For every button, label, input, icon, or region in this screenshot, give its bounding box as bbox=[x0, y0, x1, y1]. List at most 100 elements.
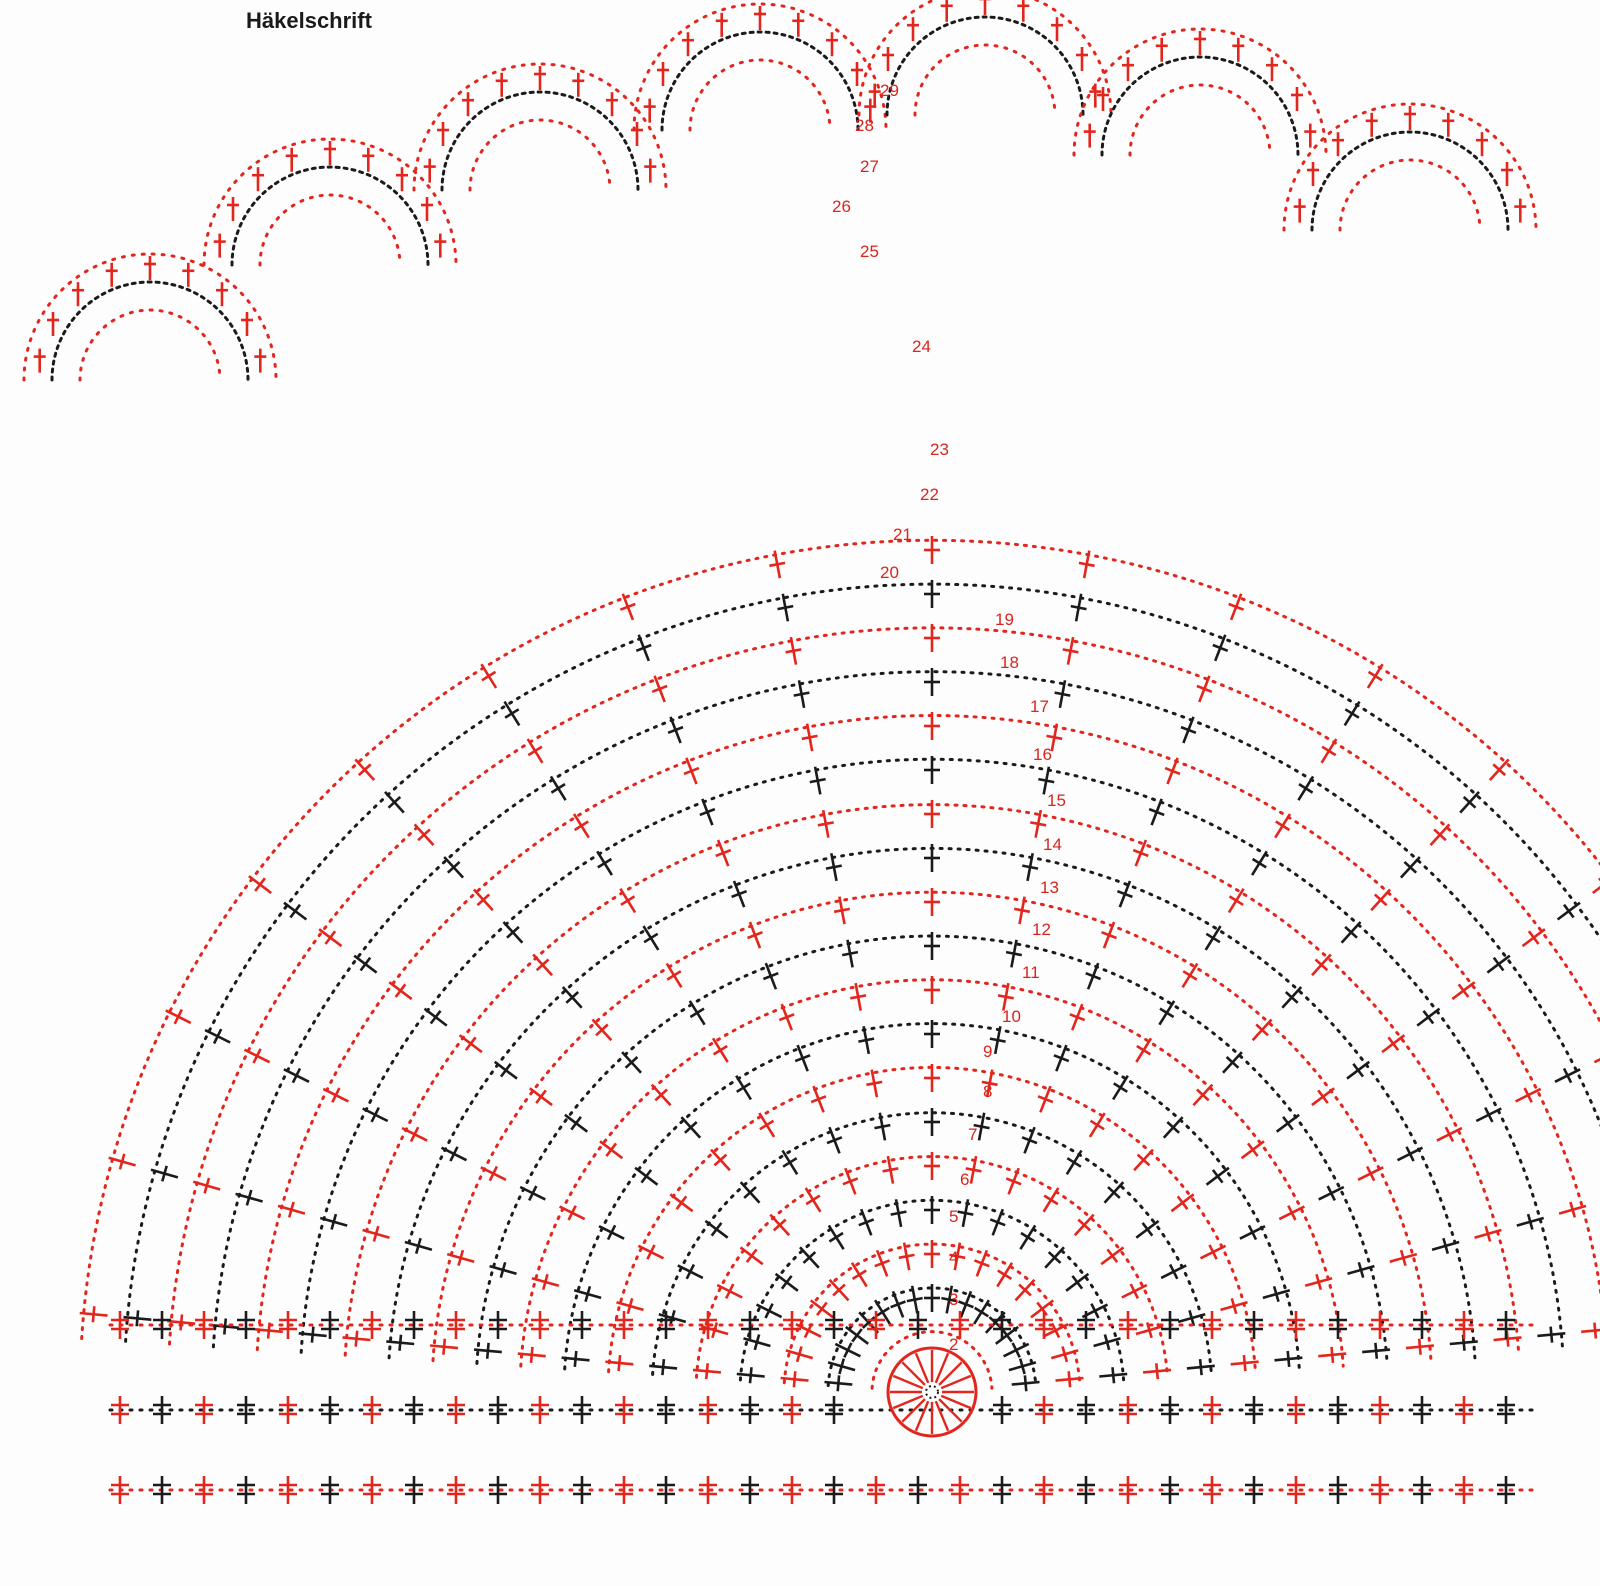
treble-stitch bbox=[850, 1262, 868, 1288]
treble-stitch bbox=[1005, 939, 1023, 968]
stitch-bar bbox=[949, 1253, 966, 1260]
treble-stitch bbox=[833, 896, 851, 925]
treble-stitch bbox=[1275, 1113, 1300, 1133]
stitch-bar bbox=[499, 1063, 512, 1078]
chain-arc bbox=[826, 1286, 1038, 1387]
stitch-bar bbox=[874, 1123, 891, 1130]
treble-stitch bbox=[1042, 1322, 1069, 1339]
treble-stitch bbox=[1389, 1249, 1418, 1266]
stitch-bar bbox=[387, 795, 402, 809]
stitch-bar bbox=[842, 1177, 859, 1186]
treble-stitch bbox=[1228, 593, 1245, 621]
treble-stitch bbox=[79, 1306, 108, 1323]
stitch-bar bbox=[504, 708, 520, 719]
stitch-bar bbox=[1230, 1298, 1238, 1315]
treble-stitch bbox=[762, 962, 779, 990]
stitch-bar bbox=[1107, 1186, 1121, 1199]
treble-stitch bbox=[731, 880, 748, 908]
stitch-bar bbox=[1022, 864, 1039, 870]
stitch-bar bbox=[1422, 1010, 1435, 1025]
scallop-arc bbox=[22, 252, 278, 382]
stitch-bar bbox=[1148, 807, 1165, 817]
treble-stitch bbox=[634, 1166, 659, 1186]
treble-stitch bbox=[1459, 791, 1480, 814]
stitch-bar bbox=[1089, 1119, 1105, 1131]
stitch-bar bbox=[1090, 1303, 1100, 1319]
stitch-bar bbox=[372, 1225, 380, 1242]
treble-stitch bbox=[1053, 1044, 1070, 1072]
chain-arc bbox=[695, 1155, 1169, 1379]
stitch-bar bbox=[1168, 1263, 1179, 1280]
treble-stitch bbox=[386, 1334, 415, 1351]
round-label-4: 4 bbox=[949, 1248, 958, 1267]
treble-stitch bbox=[785, 1346, 814, 1363]
stitch-bar bbox=[291, 1067, 302, 1084]
treble-stitch bbox=[1366, 663, 1384, 689]
stitch-bar bbox=[331, 1087, 341, 1103]
treble-stitch bbox=[924, 1152, 940, 1180]
round-label-14: 14 bbox=[1043, 835, 1062, 854]
treble-stitch bbox=[1050, 1346, 1079, 1363]
treble-stitch bbox=[817, 809, 834, 838]
stitch-bar bbox=[1053, 1054, 1070, 1063]
stitch-bar bbox=[1061, 1346, 1069, 1363]
treble-stitch bbox=[1297, 775, 1315, 801]
stitch-bar bbox=[565, 991, 580, 1004]
stitch-bar bbox=[841, 950, 859, 957]
treble-stitch bbox=[440, 1146, 468, 1162]
treble-stitch bbox=[1162, 1116, 1184, 1139]
stitch-bar bbox=[541, 1273, 549, 1291]
treble-stitch bbox=[1046, 723, 1063, 752]
stitch-bar bbox=[1549, 1326, 1554, 1343]
stitch-bar bbox=[1182, 970, 1198, 981]
treble-stitch bbox=[793, 680, 810, 709]
ring-stitch bbox=[914, 1400, 930, 1432]
stitch-bar bbox=[161, 1165, 168, 1182]
stitch-bar bbox=[429, 1010, 442, 1025]
stitch-bar bbox=[597, 857, 613, 869]
stitch-bar bbox=[989, 1218, 1006, 1227]
stitch-bar bbox=[1282, 1116, 1294, 1131]
stitch-bar bbox=[289, 903, 302, 919]
ring-stitch bbox=[901, 1398, 926, 1423]
treble-stitch bbox=[834, 1342, 861, 1358]
round-label-12: 12 bbox=[1032, 920, 1051, 939]
stitch-bar bbox=[1298, 782, 1314, 794]
chain-arc bbox=[124, 582, 1600, 1343]
stitch-bar bbox=[624, 1056, 639, 1069]
treble-stitch bbox=[739, 1181, 761, 1204]
stitch-bar bbox=[809, 777, 826, 784]
treble-stitch bbox=[443, 856, 465, 879]
treble-stitch bbox=[635, 634, 652, 662]
treble-stitch bbox=[890, 1199, 907, 1228]
round-label-9: 9 bbox=[983, 1042, 992, 1061]
treble-stitch bbox=[1070, 593, 1087, 622]
stitch-bar bbox=[882, 1167, 899, 1173]
treble-stitch bbox=[785, 636, 802, 665]
treble-stitch bbox=[755, 1303, 783, 1319]
treble-stitch bbox=[318, 928, 343, 948]
scallop-arc bbox=[1282, 102, 1538, 232]
treble-stitch bbox=[828, 1278, 850, 1302]
ring-stitch bbox=[892, 1394, 924, 1410]
stitch-bar bbox=[699, 807, 716, 817]
treble-stitch bbox=[898, 1242, 915, 1271]
stitch-bar bbox=[1387, 1036, 1400, 1051]
treble-stitch bbox=[1135, 1037, 1153, 1063]
stitch-bar bbox=[619, 602, 636, 611]
treble-stitch bbox=[1581, 1322, 1600, 1339]
treble-stitch bbox=[503, 700, 521, 727]
stitch-bar bbox=[359, 956, 372, 972]
stitch-bar bbox=[795, 1346, 803, 1363]
stitch-bar bbox=[1103, 1334, 1111, 1351]
stitch-bar bbox=[449, 1146, 459, 1162]
stitch-bar bbox=[1136, 1153, 1151, 1167]
treble-stitch bbox=[972, 1299, 991, 1325]
stitch-bar bbox=[646, 1244, 656, 1260]
treble-stitch bbox=[1493, 1330, 1522, 1347]
treble-stitch bbox=[1003, 1342, 1030, 1358]
stitch-bar bbox=[499, 1261, 507, 1278]
stitch-bar bbox=[573, 820, 589, 832]
stitch-bar bbox=[203, 1177, 211, 1194]
treble-stitch bbox=[1340, 921, 1362, 944]
